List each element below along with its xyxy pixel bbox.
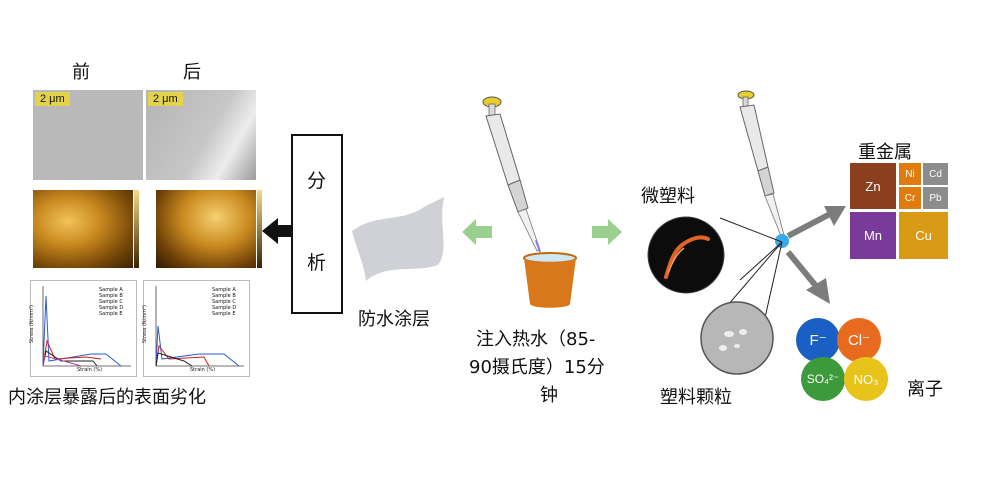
ion-chloride: Cl⁻ (837, 318, 881, 362)
legend-item: Sample D (212, 305, 237, 311)
stress-strain-plot-after (155, 286, 244, 367)
heavy-metals-grid: Zn Ni Cd Cr Pb Mn Cu (850, 163, 950, 261)
legend-item: Sample B (212, 293, 236, 299)
afm-colorbar-after (257, 190, 262, 268)
legend-before: Sample A Sample B Sample C Sample D Samp… (99, 287, 123, 317)
hot-water-caption-line-3: 钟 (540, 385, 558, 406)
bottom-left-caption: 内涂层暴露后的表面劣化 (8, 387, 206, 408)
element-ni: Ni (899, 163, 921, 185)
hot-water-caption-line-1: 注入热水（85- (476, 329, 596, 350)
y-axis-label-after: Stress (N/mm²) (142, 304, 149, 344)
legend-after: Sample A Sample B Sample C Sample D Samp… (212, 287, 236, 317)
legend-item: Sample E (212, 311, 236, 317)
legend-item: Sample E (99, 311, 123, 317)
after-label: 后 (183, 62, 201, 83)
afm-colorbar-before (134, 190, 139, 268)
element-mn: Mn (850, 212, 896, 259)
legend-item: Sample C (99, 299, 123, 305)
ion-sulfate: SO₄²⁻ (801, 357, 845, 401)
element-cr: Cr (899, 187, 921, 209)
ion-nitrate: NO₃ (844, 357, 888, 401)
coating-film-icon (352, 197, 444, 281)
x-axis-label-after: Strain (%) (190, 367, 216, 373)
x-axis-label-before: Strain (%) (77, 367, 103, 373)
green-left-arrow-icon (462, 219, 492, 245)
coating-label: 防水涂层 (358, 309, 430, 330)
element-zn: Zn (850, 163, 896, 209)
analysis-char-1: 分 (307, 170, 327, 192)
scale-bar-after: 2 μm (148, 92, 183, 106)
stress-strain-chart-before: Sample A Sample B Sample C Sample D Samp… (29, 280, 137, 377)
sem-image-after: 2 μm (146, 90, 256, 180)
ions-title: 离子 (907, 379, 943, 400)
element-pb: Pb (923, 187, 948, 209)
legend-item: Sample A (212, 287, 236, 293)
element-cu: Cu (899, 212, 948, 259)
legend-item: Sample B (99, 293, 123, 299)
right-pipette-icon (737, 90, 785, 237)
cup-icon (523, 252, 577, 308)
microplastic-fiber-image (647, 216, 725, 294)
heavy-metals-title: 重金属 (858, 142, 912, 163)
afm-image-after (156, 190, 256, 268)
gray-arrow-to-ions-icon (786, 250, 830, 304)
ion-fluoride: F⁻ (796, 318, 840, 362)
legend-item: Sample C (212, 299, 236, 305)
sem-image-before: 2 μm (33, 90, 143, 180)
plastic-particle-image (700, 301, 774, 375)
green-right-arrow-icon (592, 219, 622, 245)
afm-image-before (33, 190, 133, 268)
hot-water-caption-line-2: 90摄氏度）15分 (469, 357, 605, 378)
plastic-particles-label: 塑料颗粒 (660, 387, 732, 408)
microplastics-label: 微塑料 (641, 186, 695, 207)
legend-item: Sample A (99, 287, 123, 293)
stress-strain-plot-before (42, 286, 131, 367)
y-axis-label-before: Stress (N/mm²) (29, 304, 36, 344)
left-arrow-icon (262, 218, 296, 244)
scale-bar-before: 2 μm (35, 92, 70, 106)
element-cd: Cd (923, 163, 948, 185)
analysis-box: 分 析 (291, 134, 343, 314)
legend-item: Sample D (99, 305, 124, 311)
pipette-icon (482, 96, 541, 253)
analysis-char-2: 析 (307, 252, 327, 274)
before-label: 前 (72, 62, 90, 83)
gray-arrow-to-metals-icon (786, 206, 846, 239)
stress-strain-chart-after: Sample A Sample B Sample C Sample D Samp… (142, 280, 250, 377)
